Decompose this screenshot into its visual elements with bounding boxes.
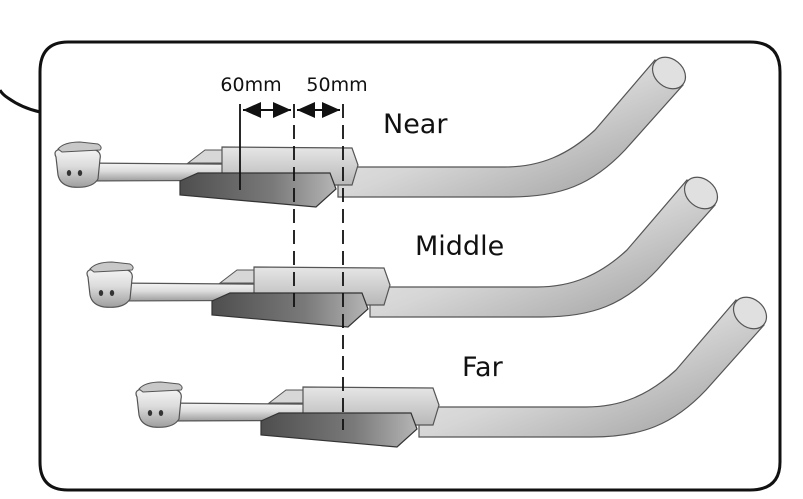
dimension-label-60mm: 60mm: [220, 74, 281, 96]
position-label-far: Far: [462, 352, 504, 383]
frame-border: [38, 40, 782, 492]
aerobar-near: [54, 50, 693, 208]
guide-lines: [239, 104, 344, 430]
dimension-label-50mm: 50mm: [306, 74, 367, 96]
frame-tail: [0, 89, 41, 114]
position-label-middle: Middle: [415, 231, 504, 262]
position-label-near: Near: [383, 109, 448, 140]
